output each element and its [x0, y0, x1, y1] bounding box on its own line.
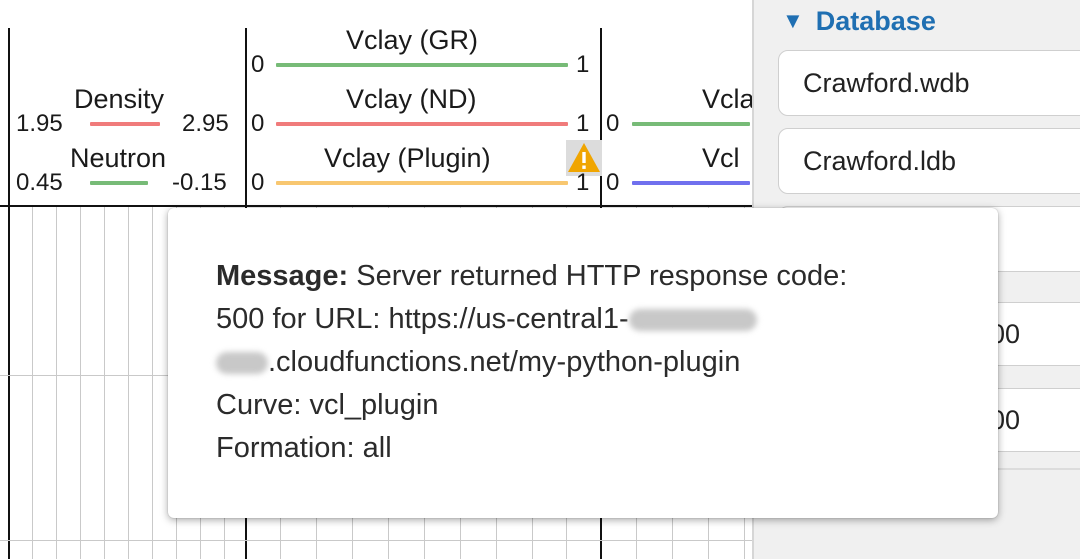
- curve-min-neutron: 0.45: [16, 169, 63, 196]
- curve-max-vclay-plugin: 1: [576, 169, 590, 196]
- curve-max-neutron: -0.15: [172, 169, 227, 196]
- database-item-label: Crawford.wdb: [803, 68, 970, 98]
- curve-swatch-vclay-nd: [276, 122, 568, 126]
- curve-min-vcla: 0: [606, 110, 620, 137]
- database-item-wdb[interactable]: Crawford.wdb: [778, 50, 1080, 116]
- curve-swatch-vclay-gr: [276, 63, 568, 67]
- curve-max-density: 2.95: [182, 110, 229, 137]
- database-item-ldb[interactable]: Crawford.ldb: [778, 128, 1080, 194]
- tooltip-formation-line: Formation: all: [216, 432, 392, 464]
- curve-swatch-vclay-plugin: [276, 181, 568, 185]
- tooltip-domain-line: .cloudfunctions.net/my-python-plugin: [216, 346, 740, 379]
- curve-max-vclay-nd: 1: [576, 110, 590, 137]
- curve-name-vclay-plugin: Vclay (Plugin): [324, 143, 491, 173]
- curve-name-neutron: Neutron: [70, 143, 167, 173]
- header-divider: [0, 205, 752, 207]
- tooltip-message-text: Server returned HTTP response code:: [356, 260, 848, 292]
- curve-swatch-vcla: [632, 122, 750, 126]
- curve-min-density: 1.95: [16, 110, 63, 137]
- curve-name-vclay-nd: Vclay (ND): [346, 84, 477, 114]
- database-section-header[interactable]: ▼ Database: [782, 6, 936, 37]
- tooltip-domain-text: .cloudfunctions.net/my-python-plugin: [268, 346, 741, 378]
- tooltip-curve-line: Curve: vcl_plugin: [216, 389, 439, 421]
- tooltip-url-text: 500 for URL: https://us-central1-: [216, 303, 629, 335]
- curve-name-vclay-gr: Vclay (GR): [346, 25, 479, 55]
- database-item-label: Crawford.ldb: [803, 146, 957, 176]
- curve-swatch-density: [90, 122, 160, 126]
- warning-icon[interactable]: [566, 140, 602, 176]
- curve-max-vclay-gr: 1: [576, 51, 590, 78]
- track-border-left: [8, 28, 10, 559]
- curve-name-vcla: Vcla: [702, 84, 755, 114]
- curve-swatch-vcl: [632, 181, 750, 185]
- curve-min-vcl: 0: [606, 169, 620, 196]
- error-tooltip: Message: Server returned HTTP response c…: [168, 208, 998, 518]
- redacted-text: [216, 352, 268, 375]
- curve-name-density: Density: [74, 84, 165, 114]
- tooltip-message-label: Message:: [216, 260, 349, 292]
- database-section-title: Database: [815, 6, 936, 36]
- triangle-down-icon[interactable]: ▼: [782, 8, 804, 33]
- curve-min-vclay-gr: 0: [251, 51, 265, 78]
- curve-min-vclay-nd: 0: [251, 110, 265, 137]
- tooltip-message-line: Message: Server returned HTTP response c…: [216, 260, 847, 293]
- tooltip-url-line: 500 for URL: https://us-central1-: [216, 303, 757, 336]
- curve-min-vclay-plugin: 0: [251, 169, 265, 196]
- redacted-text: [628, 309, 757, 332]
- curve-name-vcl: Vcl: [702, 143, 740, 173]
- curve-swatch-neutron: [90, 181, 148, 185]
